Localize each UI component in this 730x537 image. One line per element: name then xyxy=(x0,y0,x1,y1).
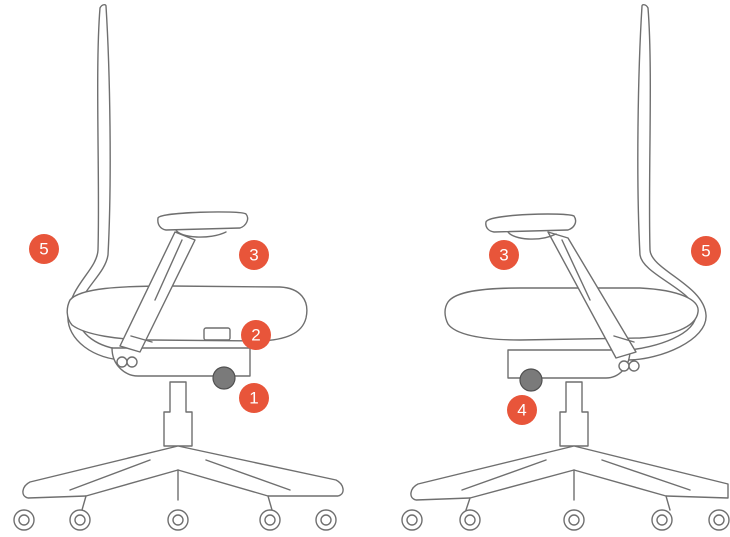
right-chair: 3 5 4 xyxy=(402,5,729,530)
svg-text:5: 5 xyxy=(39,240,48,259)
svg-text:3: 3 xyxy=(499,246,508,265)
right-knob[interactable] xyxy=(520,369,542,391)
right-base xyxy=(411,446,728,500)
right-badge-4[interactable]: 4 xyxy=(507,395,537,425)
right-badge-3[interactable]: 3 xyxy=(489,240,519,270)
left-casters xyxy=(14,510,336,530)
right-casters xyxy=(402,510,729,530)
left-badge-1[interactable]: 1 xyxy=(239,383,269,413)
left-badge-5[interactable]: 5 xyxy=(29,234,59,264)
left-chair: 5 3 2 1 xyxy=(14,5,343,530)
left-knob[interactable] xyxy=(213,367,235,389)
right-gas-column xyxy=(560,382,588,446)
svg-text:1: 1 xyxy=(249,389,258,408)
left-gas-column xyxy=(164,382,192,446)
left-badge-3[interactable]: 3 xyxy=(239,240,269,270)
svg-text:2: 2 xyxy=(251,326,260,345)
left-seat xyxy=(67,286,307,341)
left-badge-2[interactable]: 2 xyxy=(241,320,271,350)
right-seat xyxy=(445,288,698,340)
left-lever[interactable] xyxy=(204,328,230,340)
svg-text:5: 5 xyxy=(701,242,710,261)
left-armrest-pad xyxy=(158,212,248,230)
right-armrest-pad xyxy=(486,214,576,232)
right-badge-5[interactable]: 5 xyxy=(691,236,721,266)
svg-text:4: 4 xyxy=(517,401,526,420)
svg-text:3: 3 xyxy=(249,246,258,265)
